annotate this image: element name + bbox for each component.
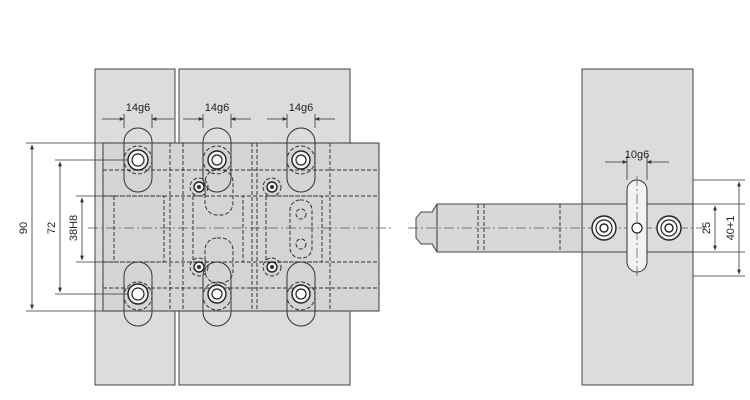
bolts xyxy=(127,149,311,305)
side-height-label-1: 25 xyxy=(701,222,713,234)
side-view: 10g6 25 40+1 xyxy=(408,68,745,386)
slot-width-dimensions: 14g6 14g6 14g6 xyxy=(102,102,335,128)
slot-width-label-1: 14g6 xyxy=(126,102,150,114)
bolt-spacing-label: 72 xyxy=(46,222,58,234)
front-view: 14g6 14g6 14g6 90 72 xyxy=(18,68,392,386)
side-height-label-2: 40+1 xyxy=(725,216,737,241)
overall-height-label: 90 xyxy=(18,222,30,234)
side-slot-width-label: 10g6 xyxy=(625,149,649,161)
slot-width-label-3: 14g6 xyxy=(289,102,313,114)
fit-height-label: 38H8 xyxy=(68,215,80,241)
slots xyxy=(123,127,316,327)
slot-width-label-2: 14g6 xyxy=(205,102,229,114)
height-dimensions: 90 72 38H8 xyxy=(18,142,128,312)
hidden-lines xyxy=(102,142,380,312)
